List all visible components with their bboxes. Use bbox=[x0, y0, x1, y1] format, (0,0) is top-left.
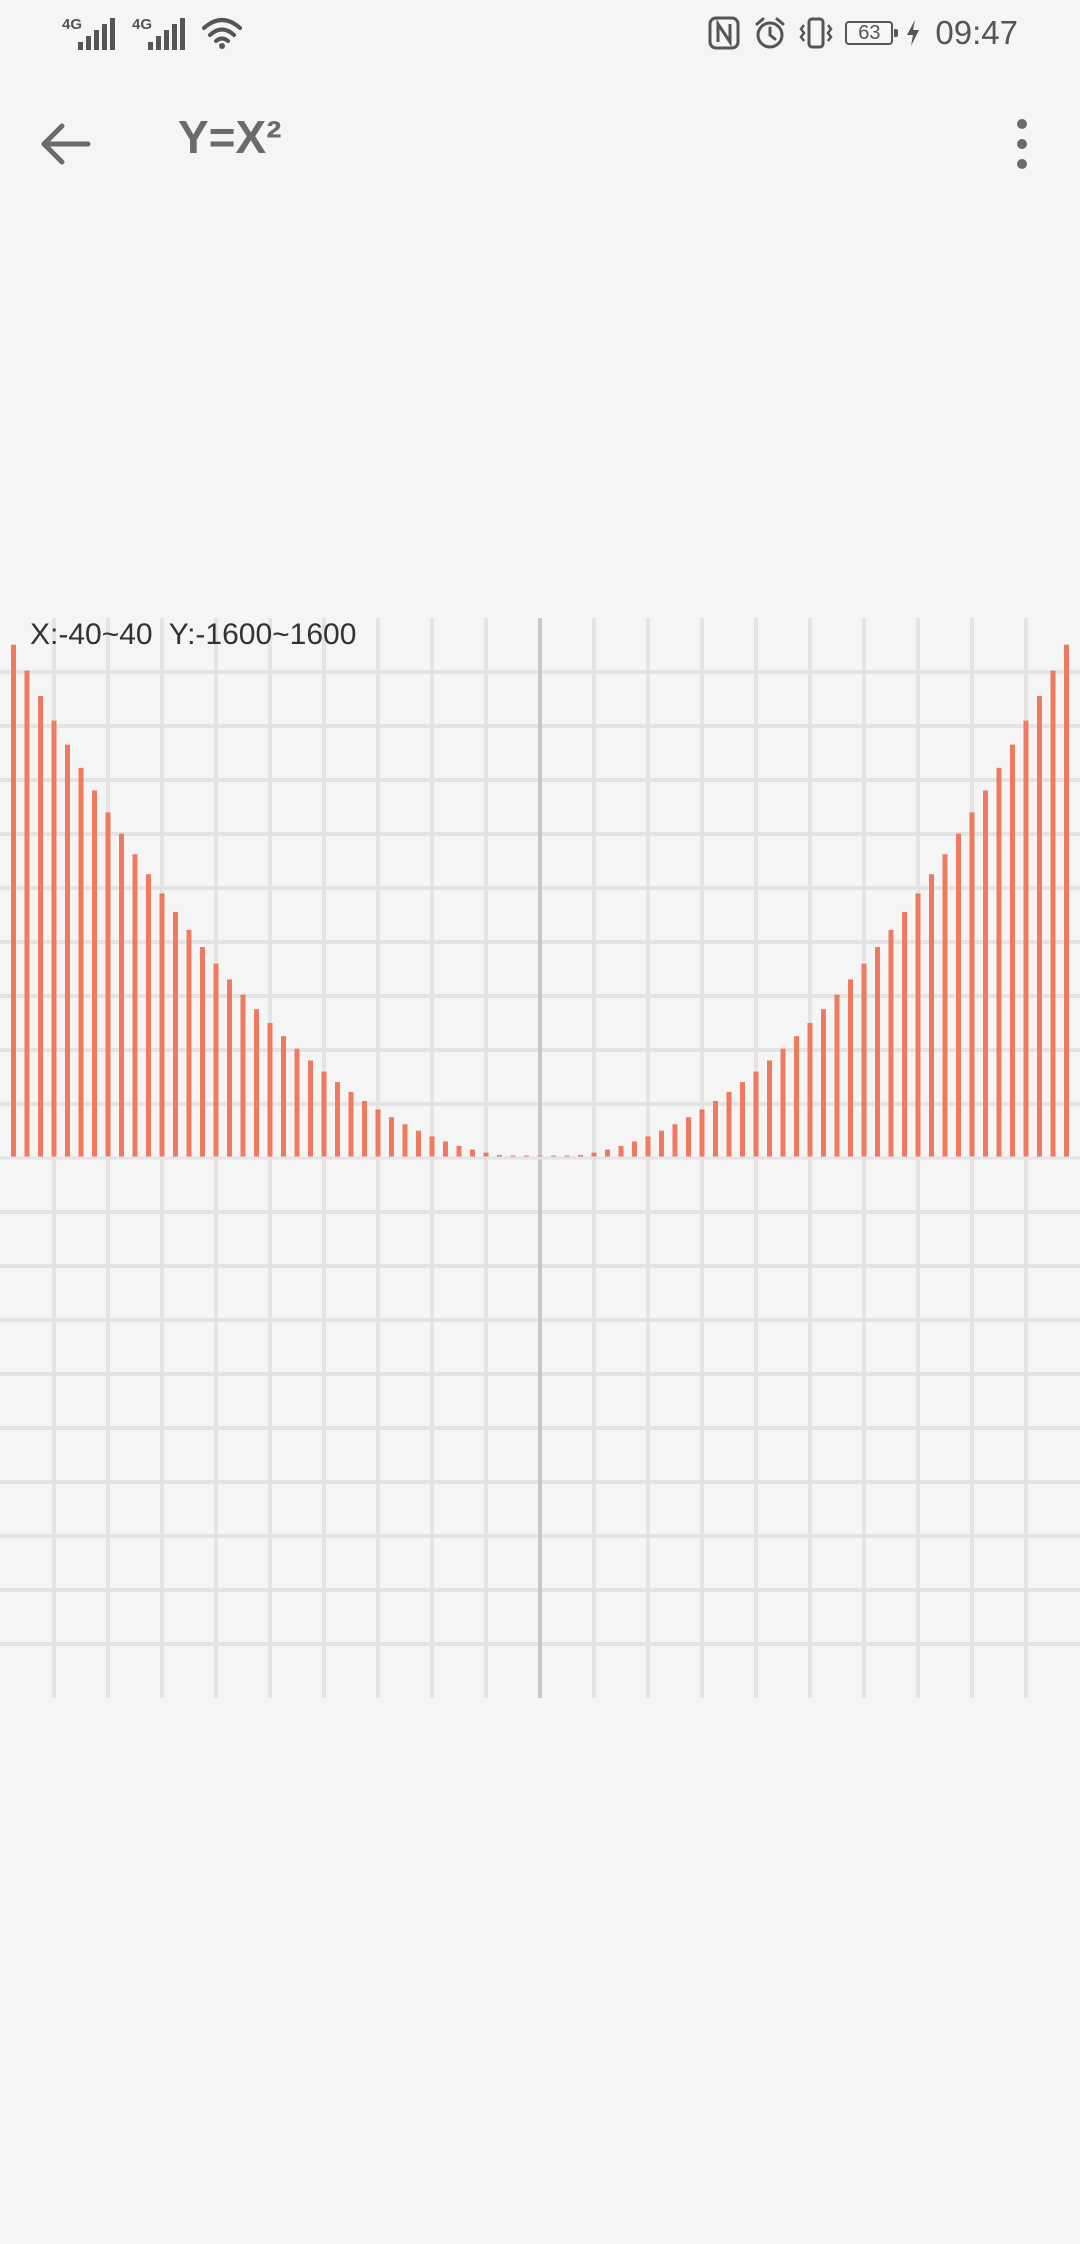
bar bbox=[794, 1036, 799, 1158]
bar bbox=[726, 1091, 732, 1158]
bar bbox=[1010, 744, 1015, 1158]
bar bbox=[888, 929, 894, 1158]
bar bbox=[173, 911, 178, 1158]
bar bbox=[146, 874, 151, 1158]
bar bbox=[240, 994, 246, 1158]
bar bbox=[51, 720, 57, 1158]
bar bbox=[983, 790, 988, 1158]
bar bbox=[861, 963, 867, 1158]
bar bbox=[470, 1149, 475, 1158]
bar bbox=[1023, 720, 1029, 1158]
bar bbox=[686, 1117, 691, 1158]
bar bbox=[294, 1048, 300, 1158]
bar bbox=[1050, 670, 1056, 1158]
function-plot bbox=[0, 618, 1080, 1698]
status-right: 63 09:47 bbox=[707, 14, 1018, 52]
bar bbox=[38, 695, 43, 1158]
bar bbox=[402, 1124, 408, 1158]
bar bbox=[11, 644, 16, 1158]
clock: 09:47 bbox=[935, 14, 1018, 51]
bar bbox=[1064, 644, 1069, 1158]
network-type-label: 4G bbox=[62, 16, 83, 33]
battery-level: 63 bbox=[858, 22, 881, 44]
bar bbox=[24, 670, 30, 1158]
bar bbox=[429, 1136, 435, 1158]
bar bbox=[807, 1023, 813, 1158]
bar bbox=[321, 1071, 327, 1158]
alarm-icon bbox=[755, 17, 785, 49]
bar bbox=[254, 1009, 259, 1158]
bar bbox=[996, 767, 1002, 1158]
bar bbox=[645, 1136, 651, 1158]
bar bbox=[902, 911, 907, 1158]
bar bbox=[267, 1023, 273, 1158]
bar bbox=[672, 1124, 678, 1158]
graph-area[interactable]: X:-40~40 Y:-1600~1600 bbox=[0, 618, 1080, 1698]
status-bar: 4G 4G bbox=[0, 0, 1080, 72]
bar bbox=[969, 812, 975, 1158]
more-vert-icon bbox=[1017, 119, 1027, 169]
bar bbox=[942, 854, 948, 1158]
bar bbox=[308, 1060, 313, 1158]
nfc-icon bbox=[708, 16, 740, 50]
bar bbox=[335, 1082, 340, 1158]
range-label: X:-40~40 Y:-1600~1600 bbox=[30, 618, 357, 651]
bar bbox=[389, 1117, 394, 1158]
bar bbox=[578, 1154, 583, 1158]
bar bbox=[632, 1141, 637, 1158]
network-type-label: 4G bbox=[132, 16, 153, 33]
bar bbox=[780, 1048, 786, 1158]
bar bbox=[213, 963, 219, 1158]
app-bar: Y=X² bbox=[0, 72, 1080, 208]
bar bbox=[834, 994, 840, 1158]
vibrate-icon bbox=[799, 17, 833, 49]
bar bbox=[65, 744, 70, 1158]
bar bbox=[281, 1036, 286, 1158]
bar bbox=[456, 1145, 462, 1158]
bar bbox=[443, 1141, 448, 1158]
bar bbox=[375, 1109, 381, 1158]
bar bbox=[227, 979, 232, 1158]
bar bbox=[132, 854, 138, 1158]
bar bbox=[740, 1082, 745, 1158]
bar bbox=[105, 812, 111, 1158]
bar bbox=[78, 767, 84, 1158]
bar bbox=[591, 1152, 597, 1158]
wifi-icon bbox=[202, 18, 242, 49]
bar bbox=[753, 1071, 759, 1158]
bar bbox=[699, 1109, 705, 1158]
bar bbox=[159, 893, 165, 1158]
bar bbox=[605, 1149, 610, 1158]
bar bbox=[1037, 695, 1042, 1158]
battery-icon: 63 bbox=[845, 21, 899, 45]
bar bbox=[618, 1145, 624, 1158]
bar bbox=[362, 1100, 367, 1158]
signal-icon: 4G bbox=[132, 16, 188, 50]
bar bbox=[92, 790, 97, 1158]
more-options-button[interactable] bbox=[994, 106, 1050, 182]
bar bbox=[659, 1130, 664, 1158]
bar bbox=[929, 874, 934, 1158]
bar bbox=[875, 947, 880, 1158]
bar bbox=[956, 833, 961, 1158]
page-title: Y=X² bbox=[178, 111, 282, 163]
signal-icon: 4G bbox=[62, 16, 118, 50]
bar bbox=[848, 979, 853, 1158]
bar bbox=[767, 1060, 772, 1158]
bar bbox=[713, 1100, 718, 1158]
bar bbox=[497, 1154, 502, 1158]
bar bbox=[915, 893, 921, 1158]
arrow-left-icon bbox=[41, 123, 91, 165]
bar bbox=[483, 1152, 489, 1158]
bar bbox=[348, 1091, 354, 1158]
bar bbox=[416, 1130, 421, 1158]
charging-icon bbox=[907, 20, 920, 46]
bar bbox=[821, 1009, 826, 1158]
bar bbox=[200, 947, 205, 1158]
bar bbox=[119, 833, 124, 1158]
back-button[interactable] bbox=[28, 106, 104, 182]
bar bbox=[186, 929, 192, 1158]
status-left: 4G 4G bbox=[62, 16, 242, 50]
